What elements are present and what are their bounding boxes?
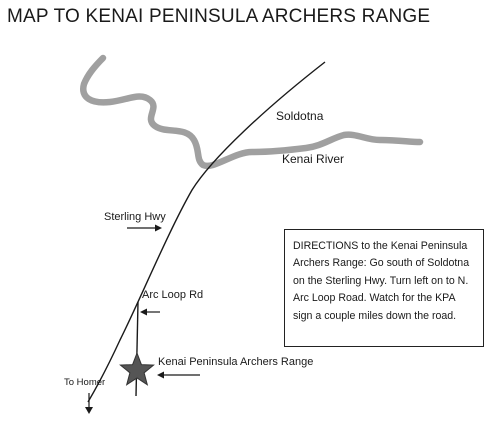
- to-homer-label: To Homer: [64, 377, 106, 388]
- to-homer-arrow-icon: [85, 393, 93, 414]
- kenai-river-label: Kenai River: [282, 152, 345, 166]
- sterling-hwy-arrow-icon: [127, 224, 162, 232]
- range-label: Kenai Peninsula Archers Range: [158, 356, 314, 368]
- range-arrow-icon: [157, 371, 200, 379]
- arc-loop-road: [135, 301, 139, 397]
- sterling-hwy-label: Sterling Hwy: [104, 211, 166, 223]
- range-star-icon: [119, 351, 155, 386]
- arc-loop-rd-label: Arc Loop Rd: [142, 289, 204, 301]
- map-title: MAP TO KENAI PENINSULA ARCHERS RANGE: [7, 6, 431, 27]
- kenai-river: [80, 54, 424, 170]
- sterling-hwy-road: [87, 61, 326, 403]
- directions-box: DIRECTIONS to the Kenai Peninsula Archer…: [284, 229, 484, 347]
- soldotna-label: Soldotna: [276, 109, 324, 123]
- arc-loop-rd-arrow-icon: [140, 308, 160, 316]
